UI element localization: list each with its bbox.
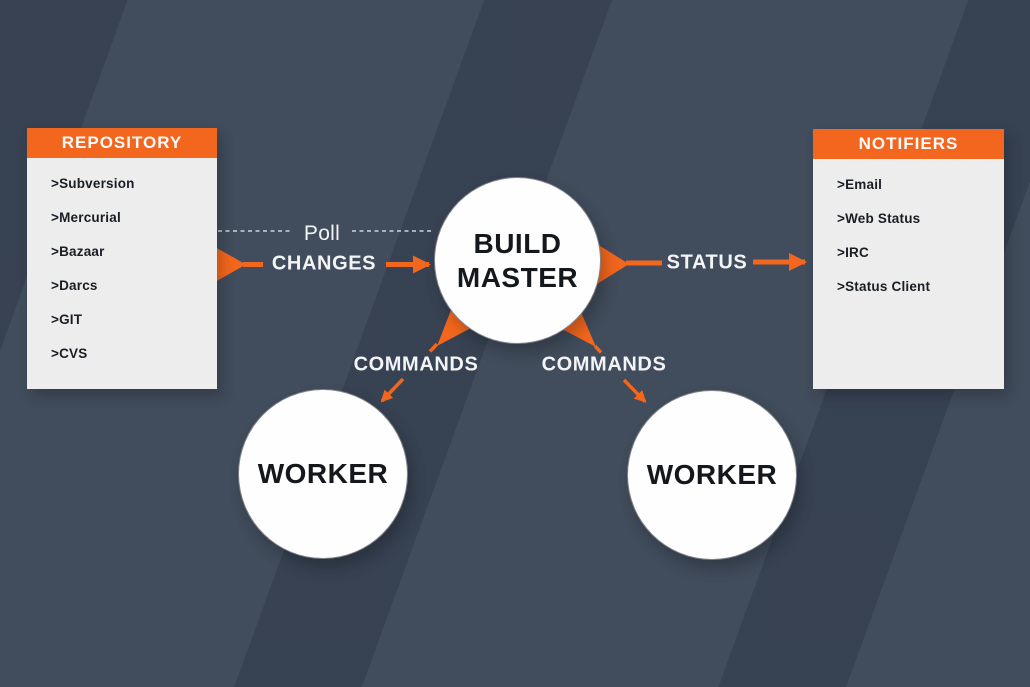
commands-label-left: COMMANDS	[353, 353, 479, 376]
notifiers-item: >Web Status	[837, 210, 921, 226]
repository-item: >CVS	[51, 345, 88, 361]
repository-item: >Subversion	[51, 175, 135, 191]
repository-item: >Mercurial	[51, 209, 121, 225]
repository-item: >Bazaar	[51, 243, 105, 259]
notifiers-header: NOTIFIERS	[813, 129, 1004, 159]
build-master-label-line1: BUILD	[473, 227, 562, 259]
repository-box: REPOSITORY >Subversion >Mercurial >Bazaa…	[27, 128, 217, 389]
repository-item: >GIT	[51, 311, 83, 327]
repository-item: >Darcs	[51, 277, 98, 293]
notifiers-list: >Email >Web Status >IRC >Status Client	[813, 159, 1004, 303]
repository-header: REPOSITORY	[27, 128, 217, 158]
commands-arrow-right	[562, 312, 647, 403]
status-label: STATUS	[666, 251, 748, 274]
repository-list: >Subversion >Mercurial >Bazaar >Darcs >G…	[27, 158, 217, 370]
worker-right-label: WORKER	[646, 459, 778, 490]
changes-arrow	[215, 247, 431, 282]
notifiers-item: >Email	[837, 176, 883, 192]
notifiers-item: >IRC	[837, 244, 869, 260]
changes-label: CHANGES	[271, 252, 377, 275]
poll-label: Poll	[303, 222, 341, 245]
notifiers-title: NOTIFIERS	[858, 134, 959, 153]
commands-label-right: COMMANDS	[541, 353, 667, 376]
build-master-node: BUILD MASTER	[434, 177, 601, 344]
status-arrow	[597, 244, 807, 284]
notifiers-item: >Status Client	[837, 278, 931, 294]
commands-arrow-left	[380, 310, 471, 403]
repository-title: REPOSITORY	[61, 133, 183, 152]
worker-node-left: WORKER	[238, 389, 408, 559]
worker-left-label: WORKER	[257, 458, 389, 489]
worker-node-right: WORKER	[627, 390, 797, 560]
notifiers-box: NOTIFIERS >Email >Web Status >IRC >Statu…	[813, 129, 1004, 389]
build-master-label-line2: MASTER	[456, 261, 579, 293]
